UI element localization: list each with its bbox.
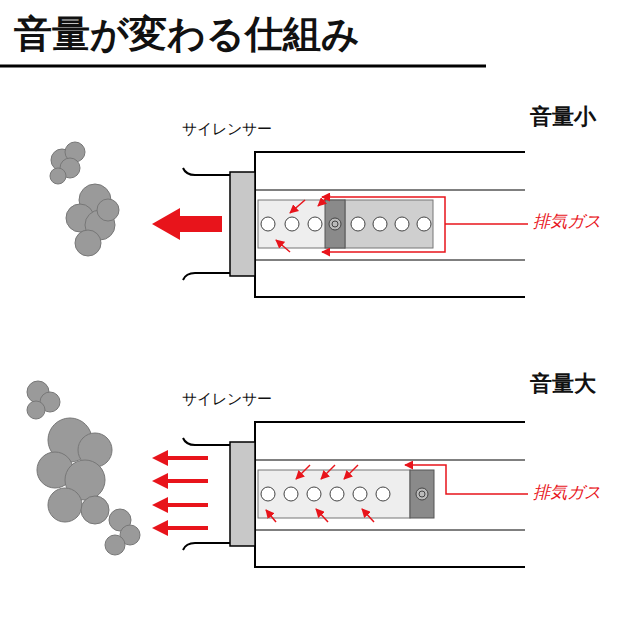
- exhaust-arrows: [152, 450, 208, 536]
- diagram-title: 音量が変わる仕組み: [14, 12, 360, 58]
- gas-flow-quiet: [276, 195, 528, 252]
- gas-flow-loud: [266, 465, 528, 522]
- smoke: [27, 142, 140, 555]
- gas-label: 排気ガス: [533, 482, 601, 502]
- state-label: 音量大: [530, 371, 596, 397]
- part-label: サイレンサー: [182, 120, 272, 138]
- state-label: 音量小: [530, 104, 596, 130]
- exhaust-arrow: [152, 208, 222, 240]
- part-label: サイレンサー: [182, 390, 272, 408]
- title-underline: [0, 65, 486, 68]
- gas-label: 排気ガス: [533, 211, 601, 231]
